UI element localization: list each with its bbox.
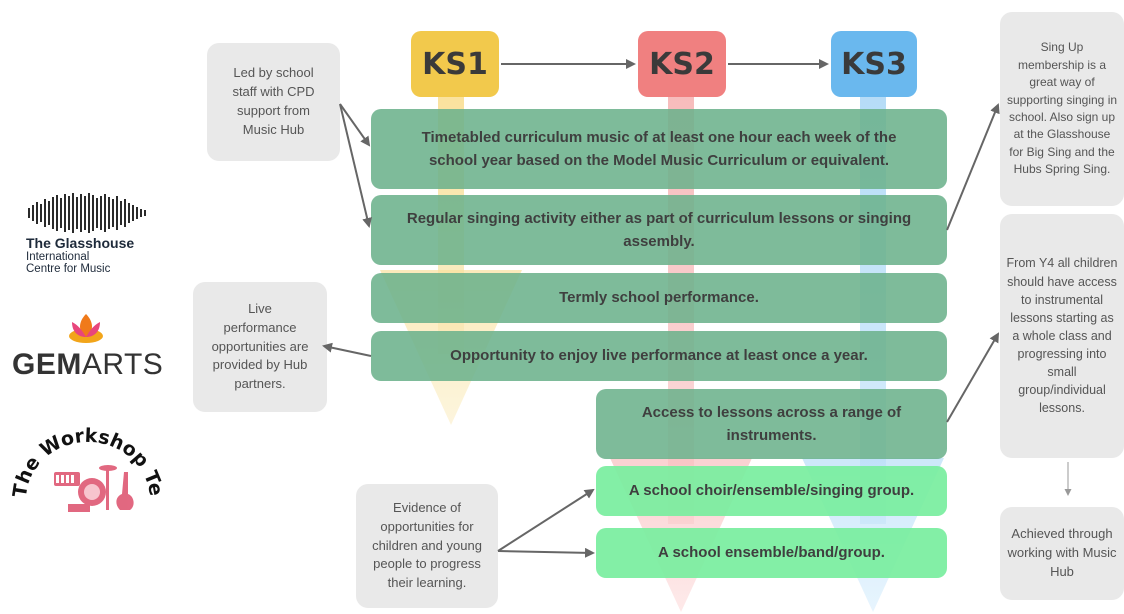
note-achieved-through: Achieved through working with Music Hub bbox=[1000, 507, 1124, 600]
gemarts-logo: GEMARTS bbox=[12, 308, 172, 384]
soundwave-icon bbox=[28, 193, 146, 233]
activity-instrument-lessons: Access to lessons across a range of inst… bbox=[596, 389, 947, 459]
lotus-icon bbox=[69, 314, 103, 343]
activity-school-choir: A school choir/ensemble/singing group. bbox=[596, 466, 947, 516]
note-evidence: Evidence of opportunities for children a… bbox=[356, 484, 498, 608]
ks3-box: KS3 bbox=[831, 31, 917, 97]
note-staff-cpd: Led by school staff with CPD support fro… bbox=[207, 43, 340, 161]
gemarts-logo-light: ARTS bbox=[81, 348, 164, 381]
note-live-performance: Live performance opportunities are provi… bbox=[193, 282, 327, 412]
workshop-team-logo: The Workshop Team bbox=[8, 420, 168, 520]
glasshouse-logo-line3: Centre for Music bbox=[26, 263, 111, 275]
note-sing-up: Sing Up membership is a great way of sup… bbox=[1000, 12, 1124, 206]
glasshouse-logo: The Glasshouse International Centre for … bbox=[26, 193, 156, 283]
gemarts-logo-bold: GEM bbox=[12, 348, 82, 381]
glasshouse-logo-line2: International bbox=[26, 251, 90, 263]
activity-school-band: A school ensemble/band/group. bbox=[596, 528, 947, 578]
activity-termly-performance: Termly school performance. bbox=[371, 273, 947, 323]
ks1-box: KS1 bbox=[411, 31, 499, 97]
activity-regular-singing: Regular singing activity either as part … bbox=[371, 195, 947, 265]
activity-curriculum-music: Timetabled curriculum music of at least … bbox=[371, 109, 947, 189]
instruments-icon: The Workshop Team bbox=[8, 420, 167, 512]
note-y4-instrumental: From Y4 all children should have access … bbox=[1000, 214, 1124, 458]
glasshouse-logo-name: The Glasshouse bbox=[26, 235, 135, 251]
ks2-box: KS2 bbox=[638, 31, 726, 97]
gemarts-logo-text: GEMARTS bbox=[12, 348, 163, 382]
activity-live-performance: Opportunity to enjoy live performance at… bbox=[371, 331, 947, 381]
